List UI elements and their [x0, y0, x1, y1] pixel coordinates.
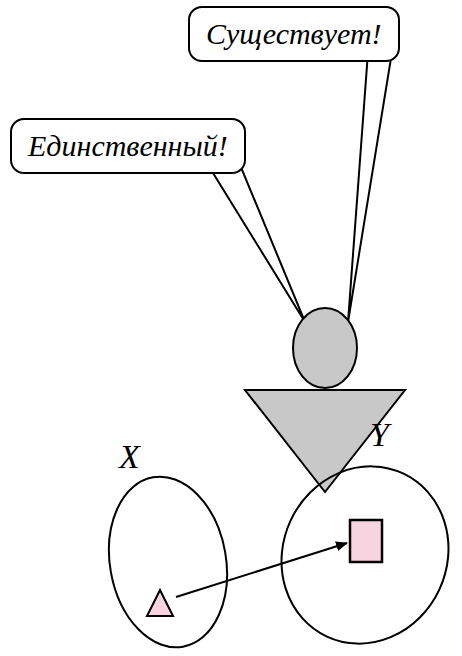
speech-bubble: Существует! — [188, 6, 400, 62]
ellipse-outline — [270, 416, 460, 652]
element-triangle — [147, 590, 173, 616]
set-label: X — [119, 438, 140, 476]
speech-tail — [205, 160, 305, 322]
element-square — [350, 520, 382, 562]
speech-bubble: Единственный! — [10, 118, 246, 174]
speech-text: Единственный! — [28, 128, 228, 164]
set-ellipse-line — [96, 467, 240, 652]
set-label: Y — [370, 416, 389, 454]
person-head — [293, 308, 357, 388]
set-ellipse: X — [95, 436, 245, 652]
set-ellipse: Y — [270, 416, 460, 652]
speech-text: Существует! — [206, 16, 382, 52]
person-body — [245, 390, 405, 492]
set-ellipse-line — [270, 439, 460, 652]
mapping-arrow — [176, 543, 347, 597]
ellipse-outline — [95, 436, 245, 652]
speech-tail — [348, 52, 392, 322]
